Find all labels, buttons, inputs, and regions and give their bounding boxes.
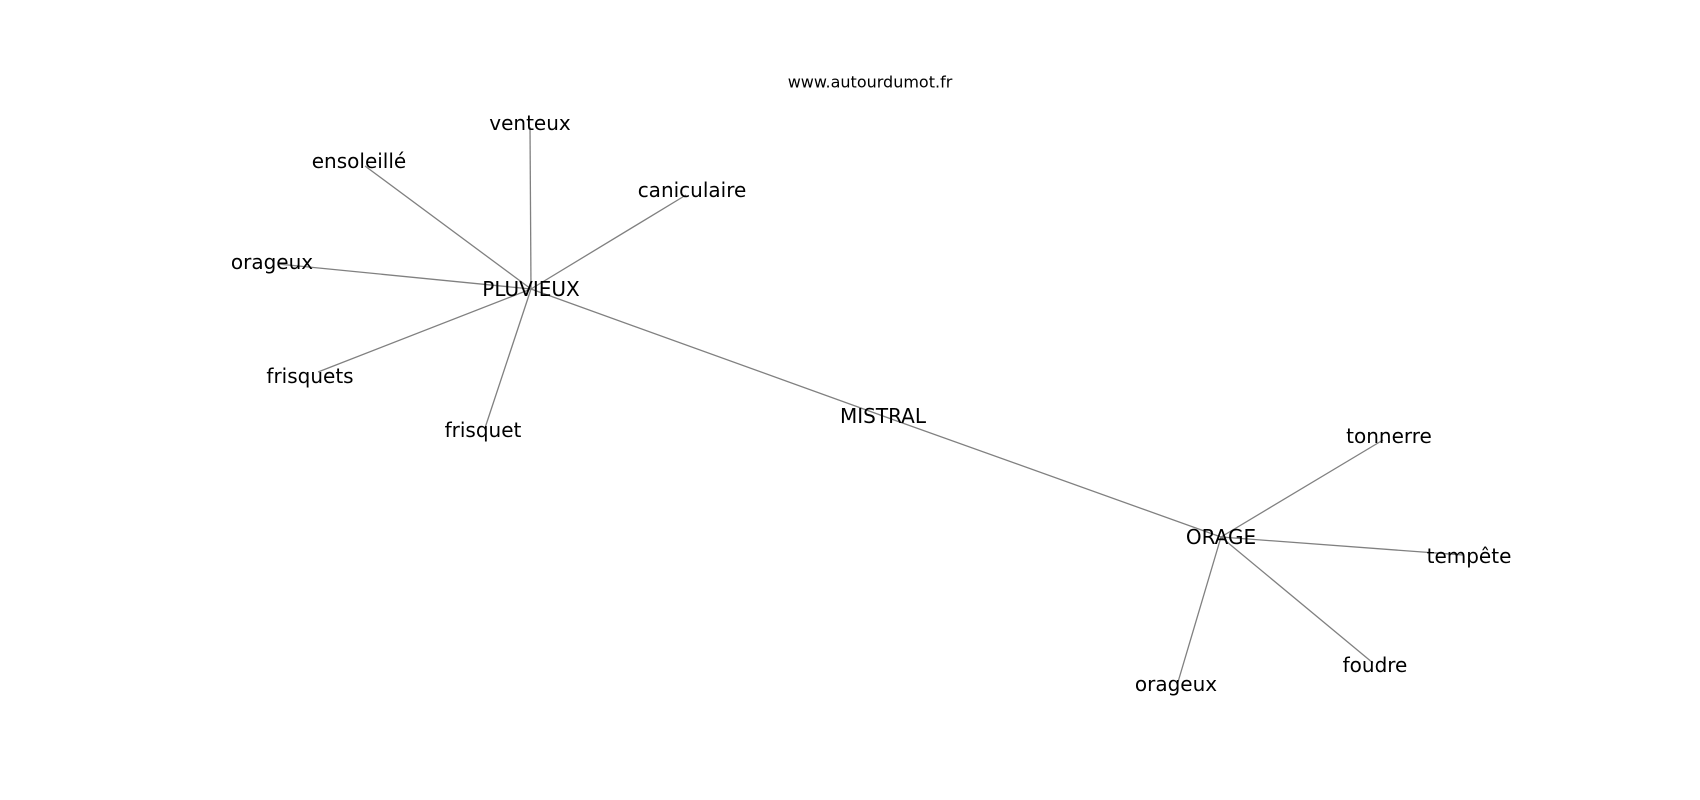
node-ensoleille[interactable]: ensoleillé [312,149,406,173]
node-frisquet[interactable]: frisquet [445,418,522,442]
source-watermark: www.autourdumot.fr [788,73,953,92]
edge-pluvieux-ensoleille [364,165,532,290]
edge-pluvieux-orageux-1 [277,263,532,290]
edge-mistral-orage [882,415,1222,538]
node-orageux-2[interactable]: orageux [1135,672,1217,696]
node-tonnerre[interactable]: tonnerre [1346,424,1432,448]
edge-orage-orageux-2 [1177,536,1222,683]
node-mistral[interactable]: MISTRAL [840,404,927,428]
node-orageux-1[interactable]: orageux [231,250,313,274]
edge-pluvieux-frisquet [484,288,532,429]
node-orage[interactable]: ORAGE [1186,525,1256,549]
edge-orage-foudre [1220,536,1374,664]
nodes-layer: MISTRAL PLUVIEUX ORAGE venteux ensoleillé can… [231,111,1512,696]
node-foudre[interactable]: foudre [1343,653,1408,677]
edge-pluvieux-frisquets [317,288,532,373]
node-pluvieux[interactable]: PLUVIEUX [482,277,580,301]
edge-pluvieux-venteux [529,126,532,290]
edge-orage-tempete [1220,536,1464,556]
node-caniculaire[interactable]: caniculaire [638,178,747,202]
edge-pluvieux-caniculaire [530,194,687,290]
edge-mistral-pluvieux [530,288,884,417]
node-frisquets[interactable]: frisquets [266,364,353,388]
node-tempete[interactable]: tempête [1427,544,1512,568]
edges-layer [277,126,1464,683]
edge-orage-tonnerre [1220,439,1384,538]
node-venteux[interactable]: venteux [489,111,571,135]
